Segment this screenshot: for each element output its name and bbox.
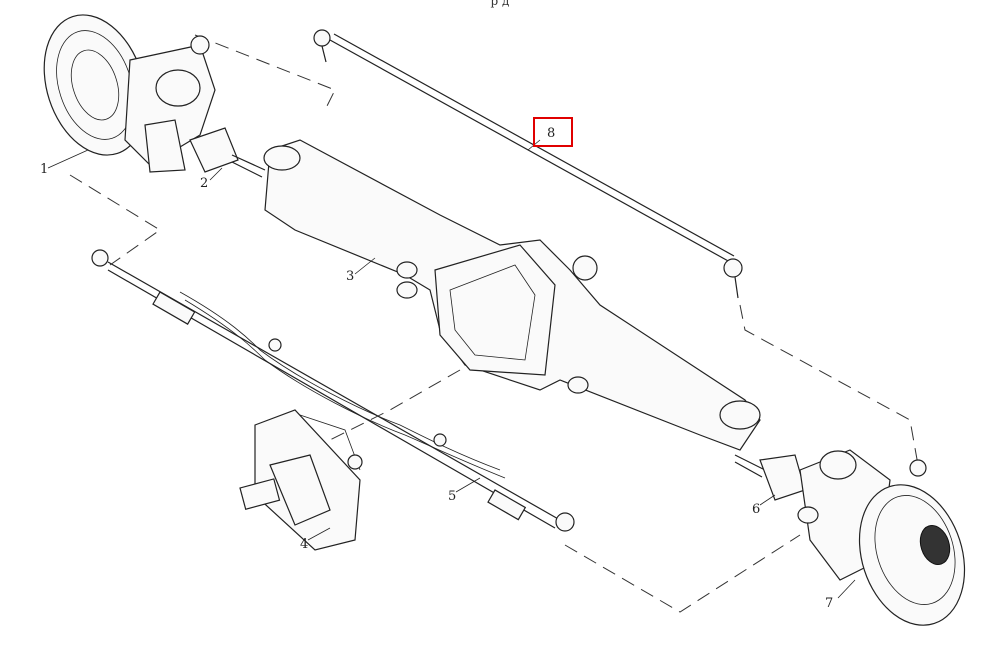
left-universal-joint [189, 127, 266, 178]
part-label-1: 1 [40, 162, 48, 177]
part-label-5: 5 [448, 489, 456, 504]
part-label-6: 6 [752, 502, 760, 517]
part-label-2: 2 [200, 176, 208, 191]
axle-housing [263, 139, 761, 451]
part-label-4: 4 [300, 537, 308, 552]
steering-cylinder [91, 249, 575, 532]
top-caption: р д [490, 0, 510, 8]
left-wheel-hub [43, 14, 216, 173]
highlight-box-part-8 [533, 117, 573, 147]
right-wheel-hub [797, 449, 966, 626]
right-universal-joint [734, 454, 806, 501]
assembly-dash-lines [69, 34, 919, 613]
part-label-3: 3 [346, 269, 354, 284]
tie-rod-top [313, 29, 743, 299]
part-label-7: 7 [825, 596, 833, 611]
leader-lines [47, 139, 856, 599]
part-label-8: 8 [547, 126, 555, 141]
differential-assembly [239, 409, 363, 551]
